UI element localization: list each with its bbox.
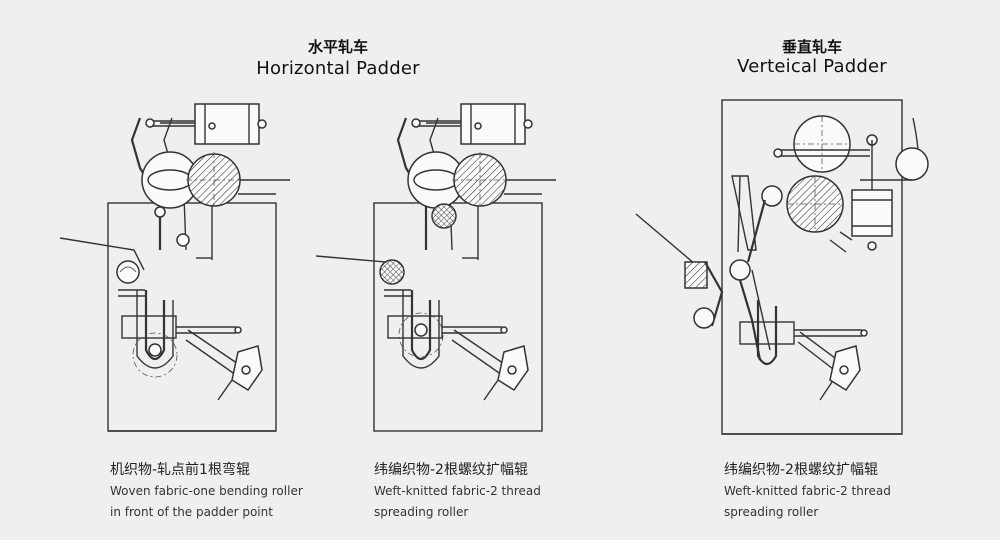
machine-frame — [373, 202, 543, 432]
horizontal-title-en: Horizontal Padder — [256, 58, 420, 79]
caption-middle-en-line1: Weft-knitted fabric-2 thread — [374, 484, 541, 498]
vertical-title-zh: 垂直轧车 — [781, 38, 843, 56]
bending-roller — [116, 260, 140, 284]
dip-trough — [756, 300, 778, 366]
spreading-roller-lower — [379, 259, 405, 285]
caption-horizontal-zh: 机织物-轧点前1根弯辊 — [110, 462, 250, 478]
dip-trough — [410, 290, 432, 361]
vertical-title-en: Verteical Padder — [737, 56, 887, 77]
horizontal-title-zh: 水平轧车 — [307, 38, 369, 56]
caption-middle-zh: 纬编织物-2根螺纹扩幅辊 — [374, 462, 528, 478]
spreading-roller-upper — [431, 203, 457, 229]
pneumatic-cylinder — [851, 189, 893, 237]
caption-middle-en-line2: spreading roller — [374, 505, 469, 519]
spreading-roller-lower — [693, 307, 715, 329]
caption-horizontal-en-line1: Woven fabric-one bending roller — [110, 484, 303, 498]
vertical-padder-diagram — [635, 99, 929, 435]
dip-trough — [144, 290, 166, 361]
caption-horizontal-en-line2: in front of the padder point — [110, 505, 273, 519]
horizontal-padder-2-roller-diagram — [315, 103, 556, 432]
fabric-path — [635, 213, 703, 271]
caption-vertical-zh: 纬编织物-2根螺纹扩幅辊 — [724, 462, 878, 478]
guide-roller — [761, 185, 783, 207]
caption-vertical-en-line1: Weft-knitted fabric-2 thread — [724, 484, 891, 498]
machine-frame — [107, 202, 277, 432]
spreading-roller-upper — [729, 259, 751, 281]
horizontal-padder-diagram — [59, 103, 290, 432]
caption-vertical-en-line2: spreading roller — [724, 505, 819, 519]
fabric-path — [59, 237, 145, 271]
spreading-roller-block — [684, 261, 708, 289]
